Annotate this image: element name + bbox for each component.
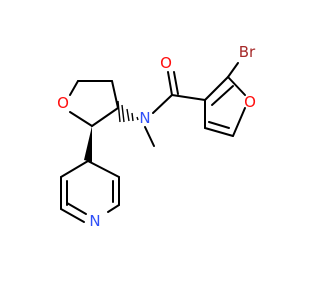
bond-carbonyl-n	[152, 94, 173, 114]
bond-py-c3-c4	[87, 160, 120, 178]
hashed-wedge	[117, 100, 139, 123]
pyridine-nitrogen-label: N	[89, 212, 100, 230]
bond-py-c1-c2	[60, 160, 89, 178]
bond-thf-c3-c4	[111, 80, 119, 109]
bond-thf-c2-c3	[91, 107, 119, 127]
bromine-label: Br	[239, 43, 256, 61]
bond-py-c5-n	[107, 204, 120, 213]
bond-c2-br	[227, 62, 239, 78]
furan-ring	[204, 62, 246, 137]
tetrahydrofuran-ring	[69, 80, 119, 127]
bond-carbonyl-o	[167, 71, 173, 96]
background	[0, 0, 300, 300]
bond-c2-c3-double	[211, 85, 234, 106]
amide-group	[144, 71, 206, 147]
bond-py-n-c6-inner	[66, 202, 87, 215]
thf-oxygen-label: O	[57, 94, 69, 112]
bond-c2-c3	[204, 76, 229, 101]
solid-wedge	[84, 126, 92, 162]
bond-c2-o	[227, 76, 246, 96]
bond-o-c5	[232, 107, 246, 137]
bond-thf-o-c2	[69, 111, 93, 127]
bond-c3-carbonyl	[171, 94, 206, 101]
bond-c5-c4	[204, 127, 234, 137]
bond-py-n-c6	[60, 208, 85, 223]
carbonyl-oxygen-label: O	[160, 54, 172, 72]
amide-nitrogen-label: N	[139, 109, 150, 127]
bond-n-methyl	[144, 126, 155, 147]
furan-oxygen-label: O	[244, 93, 256, 111]
bond-c5-c4-double	[208, 121, 230, 129]
bond-carbonyl-o-double	[173, 71, 179, 95]
molecule-structure: Br O N O O N	[0, 0, 300, 300]
pyridine-ring	[60, 160, 120, 223]
bond-thf-c5-o	[69, 80, 79, 96]
